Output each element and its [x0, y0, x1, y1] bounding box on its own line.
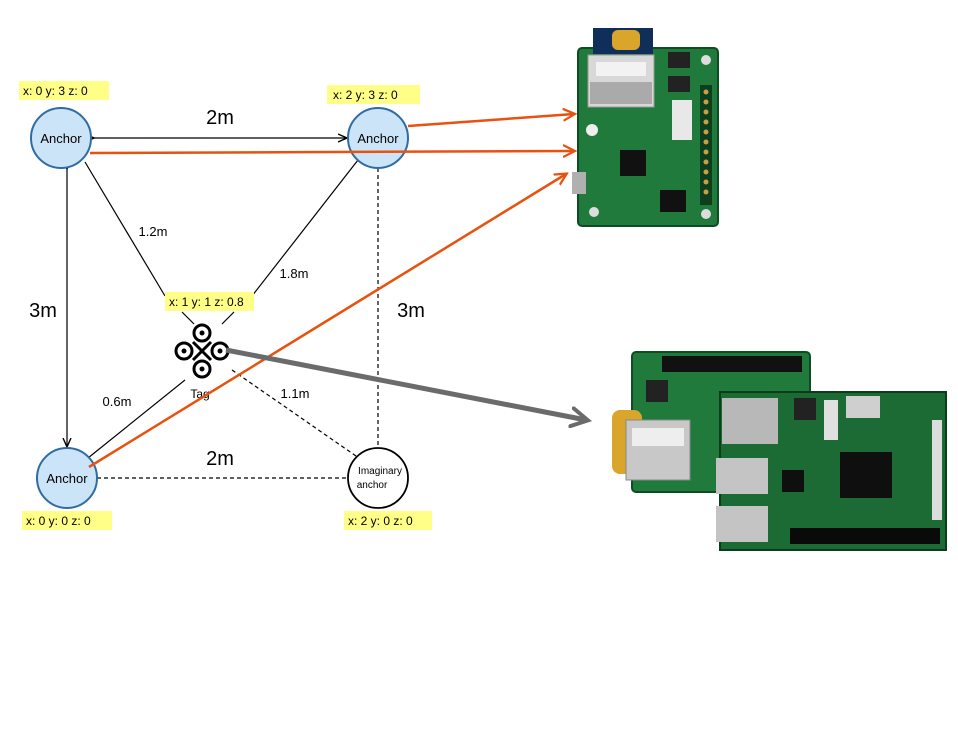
anchor-top-right-label: Anchor	[357, 131, 399, 146]
distance-tag-imaginary: 1.1m	[281, 386, 310, 401]
coord-tag: x: 1 y: 1 z: 0.8	[165, 292, 254, 311]
edge-tag-top-left	[84, 161, 166, 297]
coord-top-right: x: 2 y: 3 z: 0	[327, 85, 420, 104]
edge-tag-imaginary-dashed	[231, 369, 357, 457]
coord-top-left: x: 0 y: 3 z: 0	[19, 81, 109, 100]
coord-bottom-left: x: 0 y: 0 z: 0	[22, 511, 112, 530]
edge-tag-bottom-left	[87, 379, 186, 459]
edge-tag-top-right	[251, 159, 359, 297]
coord-bottom-left-text: x: 0 y: 0 z: 0	[26, 514, 91, 528]
tag-label: Tag	[190, 387, 209, 401]
uwb-module-board-icon	[572, 28, 719, 227]
raspberry-pi-board-icon	[612, 351, 947, 551]
orange-arrow-top-left-anchor	[89, 151, 574, 153]
coord-top-right-text: x: 2 y: 3 z: 0	[333, 88, 398, 102]
coord-imaginary-text: x: 2 y: 0 z: 0	[348, 514, 413, 528]
distance-bottom: 2m	[206, 448, 234, 470]
edge-tag-stub-left	[181, 311, 195, 325]
edge-tag-stub-right	[221, 311, 235, 325]
anchor-top-left-label: Anchor	[40, 131, 82, 146]
anchor-top-right: Anchor	[347, 107, 409, 169]
anchor-bottom-left-label: Anchor	[46, 471, 88, 486]
coord-top-left-text: x: 0 y: 3 z: 0	[23, 84, 88, 98]
distance-left: 3m	[29, 300, 57, 322]
drone-icon	[174, 323, 230, 379]
orange-arrow-bottom-left-anchor	[88, 174, 566, 469]
anchor-imaginary: Imaginary anchor	[347, 447, 409, 509]
gray-arrow-tag-to-board	[225, 347, 586, 420]
distance-tag-top-right: 1.8m	[280, 266, 309, 281]
distance-right: 3m	[397, 300, 425, 322]
distance-tag-top-left: 1.2m	[139, 224, 168, 239]
anchor-imaginary-label-line2: anchor	[357, 480, 388, 491]
distance-top: 2m	[206, 107, 234, 129]
coord-imaginary: x: 2 y: 0 z: 0	[344, 511, 432, 530]
coord-tag-text: x: 1 y: 1 z: 0.8	[169, 295, 244, 309]
orange-arrow-top-right-anchor	[407, 114, 574, 128]
anchor-bottom-left: Anchor	[36, 447, 98, 509]
anchor-top-left: Anchor	[30, 107, 92, 169]
distance-tag-bottom-left: 0.6m	[103, 394, 132, 409]
anchor-imaginary-label-line1: Imaginary	[358, 466, 402, 477]
